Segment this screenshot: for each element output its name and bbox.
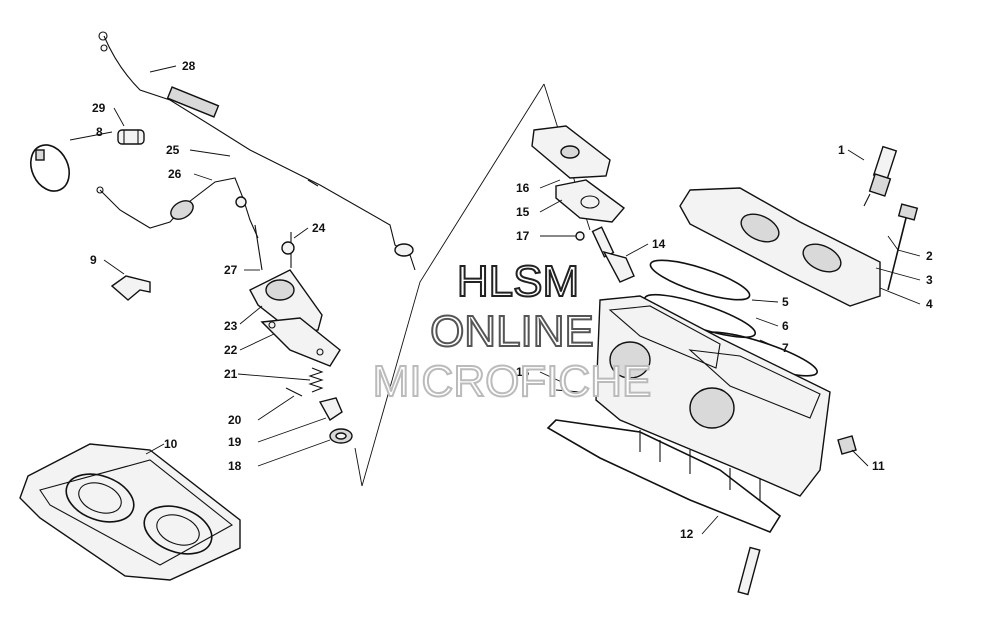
- callout-27: 27: [224, 263, 238, 277]
- throttle-cable-assembly: [98, 31, 416, 271]
- watermark-line-1: HLSM: [457, 257, 579, 306]
- head-bolt-part: [887, 203, 919, 291]
- callout-17: 17: [516, 229, 530, 243]
- callout-24: 24: [312, 221, 326, 235]
- callout-2: 2: [926, 249, 933, 263]
- callout-7: 7: [782, 341, 789, 355]
- water-outlet-part: [531, 125, 626, 241]
- oil-cable-assembly: [96, 177, 259, 239]
- callout-8: 8: [96, 125, 103, 139]
- callout-1: 1: [838, 143, 845, 157]
- valve-cover-assembly: [249, 224, 341, 367]
- temperature-sensor-part: [591, 226, 635, 283]
- callout-25: 25: [166, 143, 180, 157]
- callout-13: 13: [516, 365, 530, 379]
- callout-16: 16: [516, 181, 530, 195]
- callout-21: 21: [224, 367, 238, 381]
- base-gasket: [19, 443, 241, 581]
- cylinder-head-part: [555, 295, 831, 500]
- watermark: HLSM ONLINE MICROFICHE: [372, 256, 653, 407]
- callout-3: 3: [926, 273, 933, 287]
- head-cover-part: [679, 187, 881, 307]
- callout-29: 29: [92, 101, 106, 115]
- callout-20: 20: [228, 413, 242, 427]
- callout-4: 4: [926, 297, 933, 311]
- stud-part: [737, 546, 761, 596]
- spark-plug-part: [863, 145, 898, 207]
- callout-14: 14: [652, 237, 666, 251]
- callout-12: 12: [680, 527, 694, 541]
- callout-11: 11: [872, 459, 885, 473]
- callout-6: 6: [782, 319, 789, 333]
- grommet-part: [117, 129, 145, 145]
- base-gasket-right: [546, 419, 782, 533]
- valve-spring-assembly: [285, 367, 353, 444]
- callout-5: 5: [782, 295, 789, 309]
- callout-9: 9: [90, 253, 97, 267]
- callout-28: 28: [182, 59, 196, 73]
- callout-10: 10: [164, 437, 178, 451]
- callout-18: 18: [228, 459, 242, 473]
- callout-15: 15: [516, 205, 530, 219]
- callout-19: 19: [228, 435, 242, 449]
- leader-lines: [69, 65, 921, 535]
- callout-22: 22: [224, 343, 238, 357]
- bracket-part: [110, 275, 151, 301]
- exhaust-nut-part: [837, 435, 857, 455]
- callout-23: 23: [224, 319, 238, 333]
- watermark-line-3: MICROFICHE: [373, 357, 652, 406]
- callout-labels: 1 2 3 4 5 6 7 8 9 10 11 12 13 14 15 16 1…: [90, 59, 933, 541]
- watermark-line-2: ONLINE: [430, 307, 594, 356]
- clamp-part: [29, 144, 71, 192]
- callout-26: 26: [168, 167, 182, 181]
